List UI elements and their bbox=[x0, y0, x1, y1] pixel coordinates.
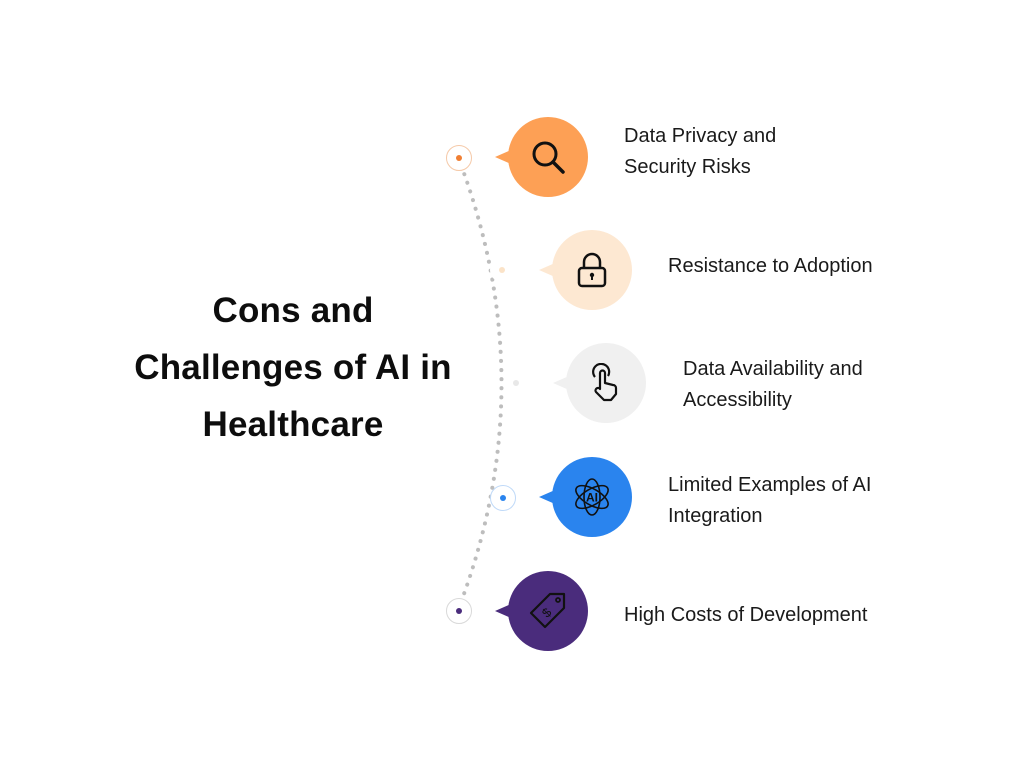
timeline-marker bbox=[446, 145, 472, 171]
icon-bubble-availability bbox=[553, 343, 646, 423]
padlock-icon bbox=[577, 252, 607, 288]
icon-bubble-adoption bbox=[539, 230, 632, 310]
item-label: Resistance to Adoption bbox=[668, 255, 873, 277]
timeline-marker bbox=[504, 371, 528, 395]
timeline-marker bbox=[446, 598, 472, 624]
icon-bubble-costs: $ bbox=[495, 571, 588, 651]
price-tag-icon: $ bbox=[529, 592, 566, 629]
title-line: Healthcare bbox=[202, 405, 384, 444]
timeline-marker bbox=[490, 485, 516, 511]
pointing-hand-icon bbox=[592, 363, 618, 402]
timeline-marker bbox=[490, 258, 514, 282]
item-label: Data Availability and Accessibility bbox=[683, 358, 863, 411]
icon-bubble-privacy bbox=[495, 117, 588, 197]
marker-dot bbox=[456, 155, 462, 161]
item-label: High Costs of Development bbox=[624, 604, 868, 626]
diagram-title: Cons and Challenges of AI in Healthcare bbox=[110, 282, 476, 453]
item-label: Limited Examples of AI Integration bbox=[668, 474, 872, 527]
marker-dot bbox=[456, 608, 462, 614]
magnifier-icon bbox=[532, 141, 565, 174]
item-label: Data Privacy and Security Risks bbox=[624, 125, 777, 178]
icon-bubble-ai: AI bbox=[539, 457, 632, 537]
svg-text:AI: AI bbox=[586, 491, 598, 505]
ai-atom-icon: AI bbox=[575, 478, 609, 516]
marker-dot bbox=[499, 267, 505, 273]
title-line: Cons and bbox=[212, 291, 374, 330]
marker-dot bbox=[500, 495, 506, 501]
title-line: Challenges of AI in bbox=[134, 348, 452, 387]
marker-dot bbox=[513, 380, 519, 386]
